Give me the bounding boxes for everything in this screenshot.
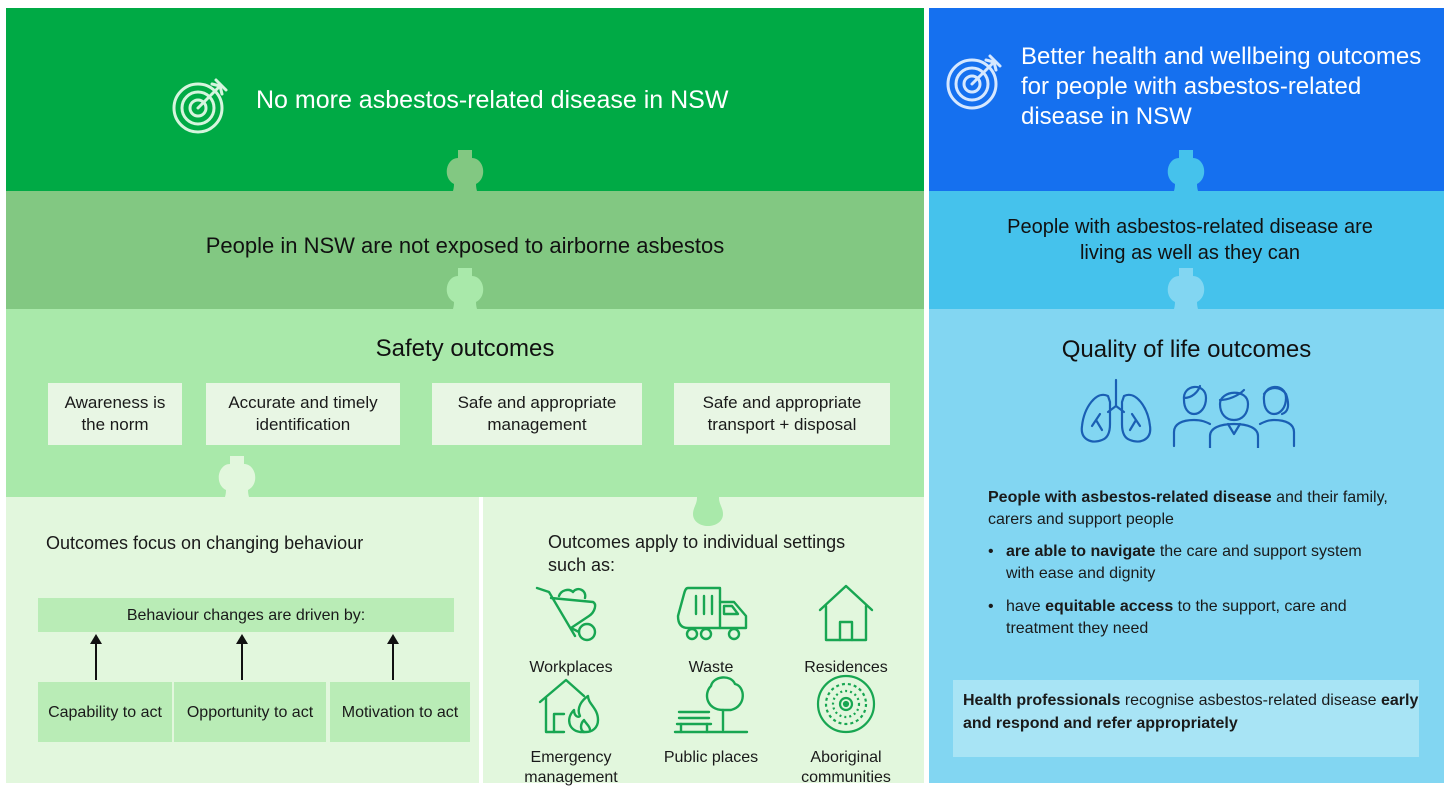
target-icon-right (944, 52, 1004, 112)
setting-label-aboriginal: Aboriginal communities (801, 749, 891, 786)
bullet-2-rest: to the support, care and treatment they … (1006, 598, 1347, 637)
setting-label-public-places: Public places (663, 749, 759, 766)
quality-bullet-2: • have equitable access to the support, … (988, 596, 1388, 640)
bullet-dot-2: • (988, 598, 994, 615)
setting-workplaces: Workplaces (506, 582, 636, 678)
target-icon (170, 76, 230, 136)
lungs-icon (1076, 378, 1156, 446)
right-aim-text: People with asbestos-related disease are… (1007, 216, 1373, 264)
right-goal-text: Better health and wellbeing outcomes for… (1021, 43, 1422, 130)
setting-emergency: Emergency management (506, 672, 636, 788)
puzzle-tab-2 (446, 268, 484, 316)
setting-aboriginal: Aboriginal communities (781, 672, 911, 788)
bullet-2-bold: equitable access (1045, 598, 1174, 615)
arrow-head-opportunity (236, 634, 248, 644)
behaviour-heading: Outcomes focus on changing behaviour (46, 533, 364, 553)
wheelbarrow-icon (535, 586, 597, 642)
setting-waste: Waste (646, 582, 776, 678)
arrow-motivation (392, 643, 394, 680)
garbage-truck-icon (676, 586, 748, 641)
bullet-1-bold: are able to navigate (1006, 543, 1156, 560)
left-aim-text: People in NSW are not exposed to airborn… (205, 233, 725, 258)
left-goal-text: No more asbestos-related disease in NSW (256, 86, 729, 114)
setting-label-emergency: Emergency management (524, 749, 618, 786)
setting-label-residences: Residences (804, 659, 888, 676)
quality-title: Quality of life outcomes (1061, 336, 1312, 363)
safety-card-awareness: Awareness is the norm (48, 383, 182, 445)
setting-residences: Residences (781, 582, 911, 678)
quality-intro-rest: and their family, carers and support peo… (988, 489, 1388, 528)
puzzle-tab-4 (693, 490, 723, 526)
safety-card-transport: Safe and appropriate transport + disposa… (674, 383, 890, 445)
puzzle-tab-3 (218, 456, 256, 504)
house-icon (818, 584, 874, 642)
bullet-dot-1: • (988, 543, 994, 560)
arrow-opportunity (241, 643, 243, 680)
safety-outcomes-title: Safety outcomes (375, 335, 555, 362)
bullet-1-rest: the care and support system with ease an… (1006, 543, 1362, 582)
quality-intro: People with asbestos-related disease and… (988, 487, 1408, 531)
park-bench-tree-icon (673, 676, 749, 734)
setting-public-places: Public places (646, 672, 776, 768)
arrow-capability (95, 643, 97, 680)
bullet-2-pre: have (1006, 598, 1046, 615)
aboriginal-dot-art-icon (816, 674, 876, 734)
setting-label-workplaces: Workplaces (529, 659, 613, 676)
puzzle-tab-5 (1167, 150, 1205, 198)
quality-intro-bold: People with asbestos-related disease (988, 489, 1272, 506)
driver-capability: Capability to act (38, 682, 172, 742)
health-professionals-box: Health professionals recognise asbestos-… (953, 680, 1419, 757)
professionals-bold: Health professionals (963, 692, 1121, 709)
professionals-mid: recognise asbestos-related disease (1120, 692, 1381, 709)
people-group-icon (1172, 376, 1298, 450)
driver-opportunity: Opportunity to act (174, 682, 326, 742)
arrow-head-capability (90, 634, 102, 644)
driver-motivation: Motivation to act (330, 682, 470, 742)
settings-heading: Outcomes apply to individual settings su… (548, 532, 846, 575)
arrow-head-motivation (387, 634, 399, 644)
safety-card-identification: Accurate and timely identification (206, 383, 400, 445)
setting-label-waste: Waste (688, 659, 734, 676)
puzzle-tab-6 (1167, 268, 1205, 316)
safety-card-management: Safe and appropriate management (432, 383, 642, 445)
house-fire-icon (538, 678, 600, 734)
puzzle-tab-1 (446, 150, 484, 198)
driver-label-box: Behaviour changes are driven by: (38, 598, 454, 632)
quality-bullet-1: • are able to navigate the care and supp… (988, 541, 1388, 585)
professionals-tail: early and respond and refer appropriatel… (963, 692, 1419, 732)
